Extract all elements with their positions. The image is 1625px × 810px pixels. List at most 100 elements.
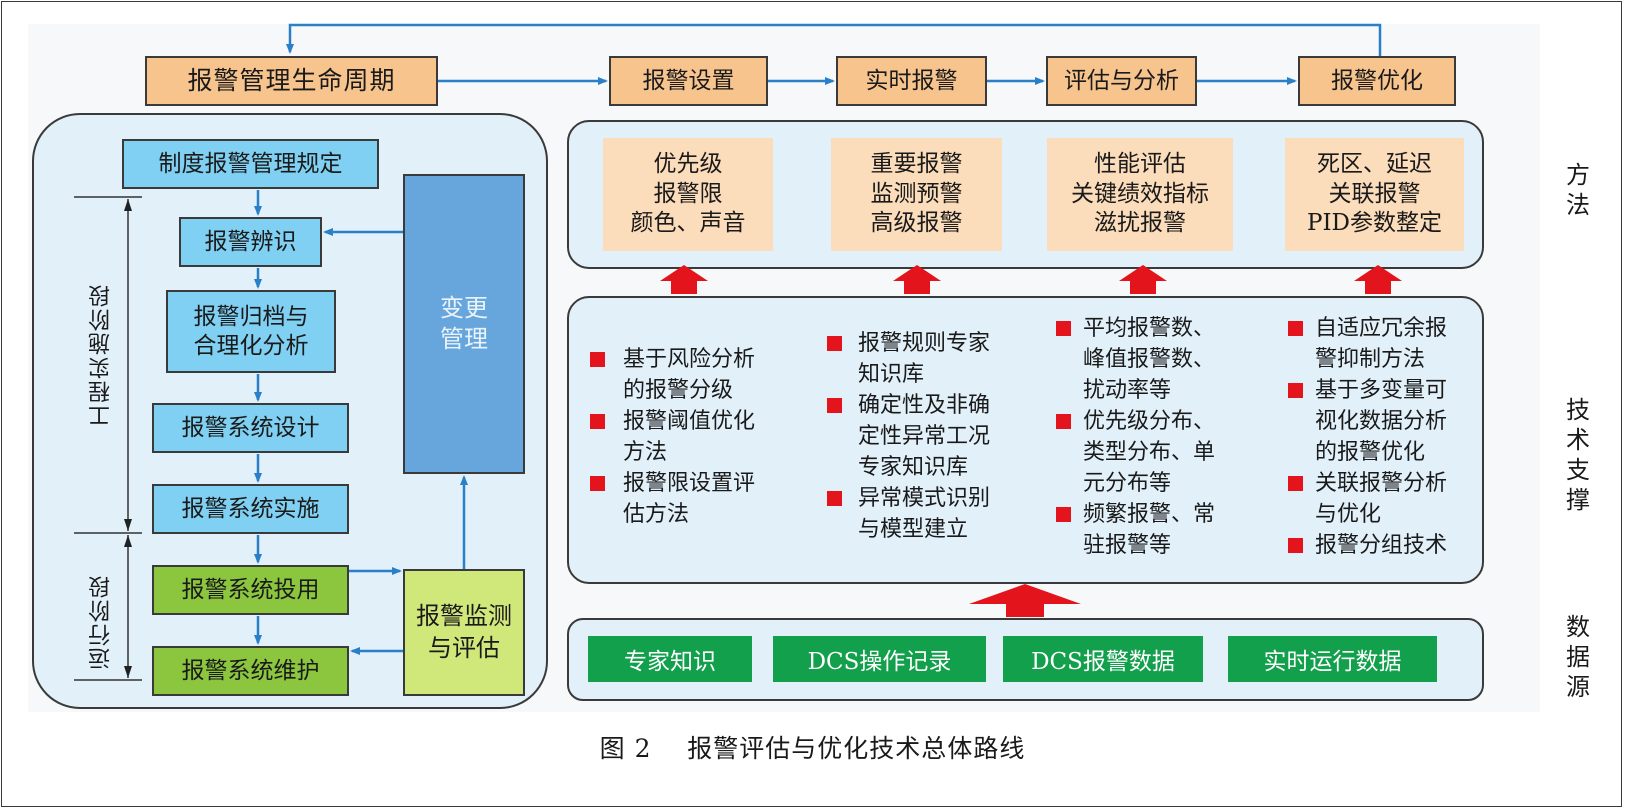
side-label-char: 数 [1566,613,1590,641]
tech-support-line: 视化数据分析 [1315,409,1448,434]
tech-support-line: 估方法 [623,502,690,527]
step-label: 报警系统设计 [181,414,320,441]
data-source-label: DCS报警数据 [1031,649,1175,675]
stage-label: 实时报警 [865,67,958,94]
bullet-icon [1056,321,1071,336]
method-box-evaluation: 性能评估 关键绩效指标 滋扰报警 [1047,138,1233,251]
side-label-char: 支 [1566,456,1590,484]
tech-support-line: 专家知识库 [858,455,969,480]
method-line: 优先级 [653,150,723,177]
method-line: 性能评估 [1094,150,1186,177]
bullet-icon [827,491,842,506]
side-label-char: 技 [1566,396,1590,424]
stage-label: 报警优化 [1331,67,1423,94]
data-source-dcs-alarm-data: DCS报警数据 [1003,636,1203,682]
methods-side-label: 方法 [1563,160,1593,220]
figure-caption: 图 2 报警评估与优化技术总体路线 [599,734,1026,763]
method-line: PID参数整定 [1306,210,1442,237]
data-sources-label: 数据源 [1563,612,1593,702]
method-box-alarm-setup: 优先级 报警限 颜色、声音 [603,138,773,251]
method-line: 关联报警 [1328,180,1421,207]
method-line: 死区、延迟 [1317,150,1432,177]
phase-engineering-label: 工程实施阶段 [89,283,114,427]
tech-support-line: 关联报警分析 [1315,471,1448,496]
side-label-char: 撑 [1566,486,1590,514]
method-line: 报警限 [653,180,723,207]
step-system-commissioning: 报警系统投用 [152,565,349,615]
tech-support-line: 的报警优化 [1315,440,1426,465]
tech-support-line: 基于多变量可 [1315,378,1448,403]
step-system-implementation: 报警系统实施 [152,484,349,534]
tech-support-line: 优先级分布、 [1083,409,1216,434]
data-source-realtime-operation-data: 实时运行数据 [1228,636,1437,682]
step-system-design: 报警系统设计 [152,403,349,453]
method-line: 监测预警 [870,180,963,207]
data-source-label: DCS操作记录 [807,649,952,675]
tech-support-line: 报警分组技术 [1315,533,1448,558]
tech-support-line: 方法 [623,440,668,465]
phase-operation-label: 运行阶段 [89,574,114,670]
tech-support-line: 报警规则专家 [858,331,991,356]
step-label: 报警系统实施 [181,495,320,522]
side-label-char: 方 [1566,161,1590,189]
tech-support-line: 与优化 [1315,502,1382,527]
step-label: 报警归档与 合理化分析 [193,303,309,359]
tech-support-line: 报警阈值优化 [623,409,756,434]
tech-support-line: 异常模式识别 [858,486,991,511]
tech-support-line: 基于风险分析 [623,347,756,372]
bullet-icon [590,476,605,491]
step-label: 报警系统维护 [181,657,320,684]
methods-label: 方法 [1563,160,1593,220]
tech-support-line: 定性异常工况 [858,424,991,449]
method-box-optimization: 死区、延迟 关联报警 PID参数整定 [1285,138,1464,251]
monitoring-evaluation-label: 报警监测 与评估 [416,602,512,662]
bullet-icon [590,414,605,429]
side-label-char: 法 [1566,191,1590,219]
method-line: 高级报警 [870,210,963,237]
change-management-box: 变更 管理 [403,174,525,474]
side-label-char: 源 [1566,673,1590,701]
bullet-icon [827,398,842,413]
tech-support-line: 警抑制方法 [1315,347,1426,372]
method-line: 颜色、声音 [630,210,746,237]
method-box-realtime-alarm: 重要报警 监测预警 高级报警 [831,138,1002,251]
method-line: 重要报警 [870,150,963,177]
tech-support-line: 的报警分级 [623,378,734,403]
bullet-icon [827,336,842,351]
tech-support-line: 驻报警等 [1083,533,1172,558]
step-label: 制度报警管理规定 [158,150,343,177]
tech-support-line: 元分布等 [1083,471,1172,496]
data-source-label: 实时运行数据 [1263,649,1402,675]
bullet-icon [1288,538,1303,553]
data-sources-side-label: 数据源 [1563,612,1593,702]
method-line: 滋扰报警 [1094,210,1186,237]
stage-alarm-optimization: 报警优化 [1298,56,1456,106]
bullet-icon [1056,507,1071,522]
tech-support-side-label: 技术支撑 [1563,395,1593,515]
stage-evaluation-analysis: 评估与分析 [1046,56,1197,106]
stage-label: 报警设置 [642,67,735,94]
tech-support-panel [567,296,1484,584]
step-identification: 报警辨识 [179,217,322,267]
tech-support-line: 自适应冗余报 [1315,316,1448,341]
tech-support-line: 知识库 [858,362,925,387]
bullet-icon [1288,383,1303,398]
lifecycle-title-box: 报警管理生命周期 [145,56,438,106]
tech-support-line: 扰动率等 [1083,378,1172,403]
step-label: 报警辨识 [204,228,297,255]
tech-support-line: 报警限设置评 [623,471,756,496]
stage-realtime-alarm: 实时报警 [836,56,987,106]
step-documentation-rationalization: 报警归档与 合理化分析 [166,290,336,373]
step-system-maintenance: 报警系统维护 [152,646,349,696]
tech-support-line: 平均报警数、 [1083,316,1216,341]
side-label-char: 术 [1566,426,1590,454]
lifecycle-title: 报警管理生命周期 [187,66,396,96]
stage-alarm-setup: 报警设置 [609,56,768,106]
monitoring-evaluation-box: 报警监测 与评估 [403,569,525,696]
side-label-char: 据 [1566,643,1590,671]
bullet-icon [1288,321,1303,336]
bullet-icon [1288,476,1303,491]
stage-label: 评估与分析 [1064,67,1179,94]
change-management-label: 变更 管理 [440,293,488,353]
tech-support-line: 确定性及非确 [858,393,991,418]
